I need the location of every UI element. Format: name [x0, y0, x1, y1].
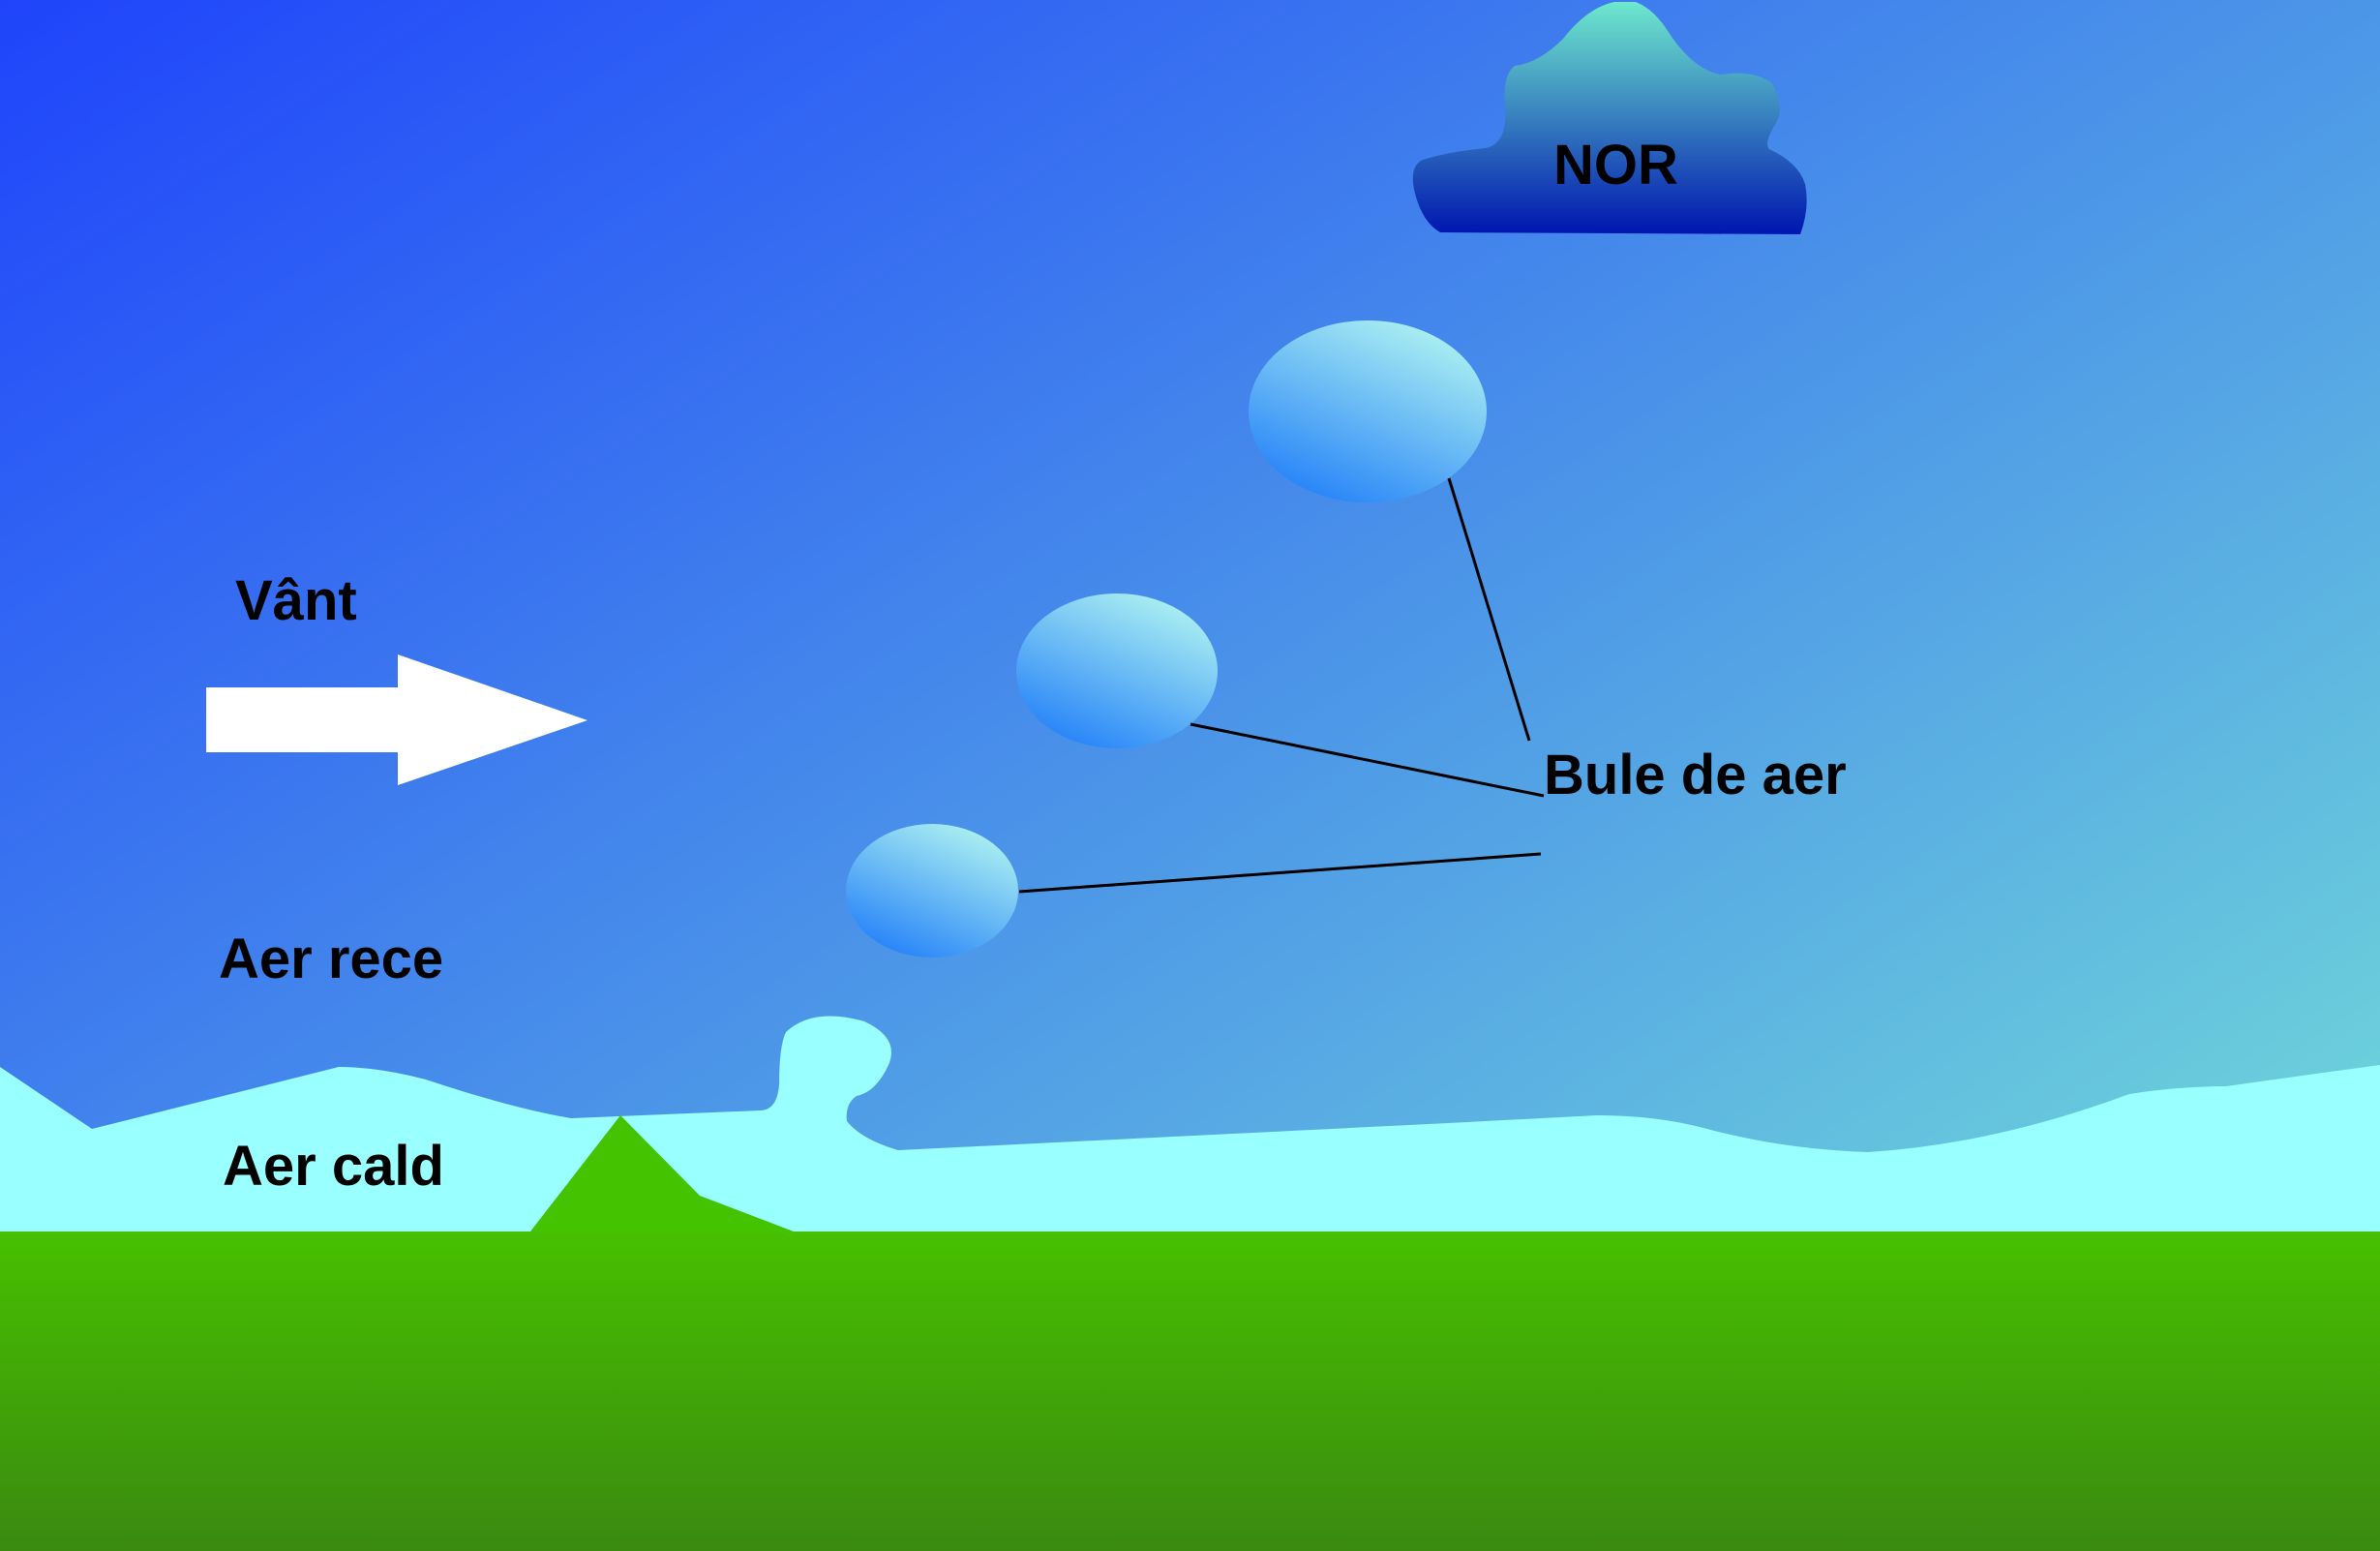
cloud-icon: [1412, 2, 1807, 234]
wind-label: Vânt: [235, 569, 357, 632]
cold-air-label: Aer rece: [219, 928, 444, 990]
air-bubble: [1249, 320, 1487, 502]
air-bubble: [1016, 593, 1218, 748]
air-bubble: [846, 824, 1018, 958]
ground: [0, 1232, 2380, 1551]
pointer-line: [1190, 722, 1545, 798]
warm-air-label: Aer cald: [223, 1135, 444, 1198]
cloud-label: NOR: [1553, 134, 1678, 197]
air-bubbles-label: Bule de aer: [1544, 744, 1847, 806]
pointer-line: [1447, 477, 1531, 742]
arrow-right-icon: [206, 654, 587, 785]
hill: [530, 1115, 794, 1232]
pointer-line: [1018, 852, 1542, 894]
